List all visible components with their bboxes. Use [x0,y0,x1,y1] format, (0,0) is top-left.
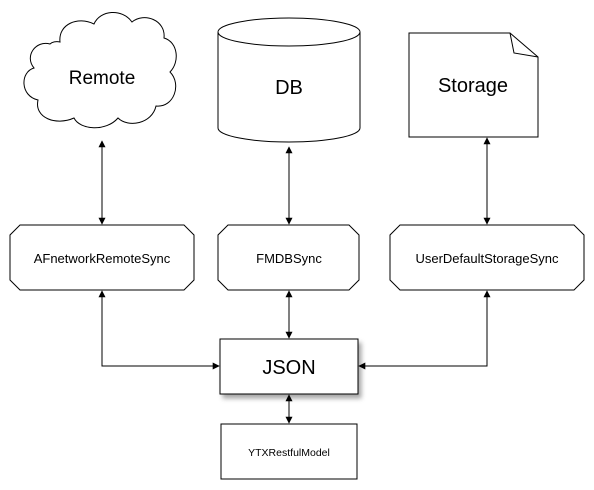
json-box [219,338,359,395]
db-label: DB [275,77,303,99]
db-sync-node: FMDBSync [217,224,360,291]
octagon-shape [217,224,360,291]
edge-remote-sync-to-json [98,290,220,370]
cylinder-body [217,32,361,143]
model-label: YTXRestfulModel [248,447,330,459]
storage-sync-label: UserDefaultStorageSync [415,251,559,266]
db-sync-label: FMDBSync [256,251,322,266]
json-label: JSON [262,357,315,379]
remote-label: Remote [69,68,136,89]
remote-sync-label: AFnetworkRemoteSync [34,251,171,266]
cloud-shape [23,12,177,129]
octagon-shape [389,224,585,291]
octagon-shape [9,224,195,291]
storage-sync-node: UserDefaultStorageSync [389,224,585,291]
db-cylinder-node: DB [217,17,361,143]
model-node: YTXRestfulModel [220,423,358,480]
cylinder-top [217,17,361,47]
model-box [220,423,358,480]
remote-sync-node: AFnetworkRemoteSync [9,224,195,291]
connectors [98,137,491,424]
json-node: JSON [219,338,359,395]
storage-document-node: Storage [408,32,539,138]
edge-storage-sync-to-json [358,290,491,370]
document-fold-corner [509,32,539,58]
storage-label: Storage [438,75,508,97]
document-shape [408,32,539,138]
remote-cloud-node: Remote [23,12,177,129]
